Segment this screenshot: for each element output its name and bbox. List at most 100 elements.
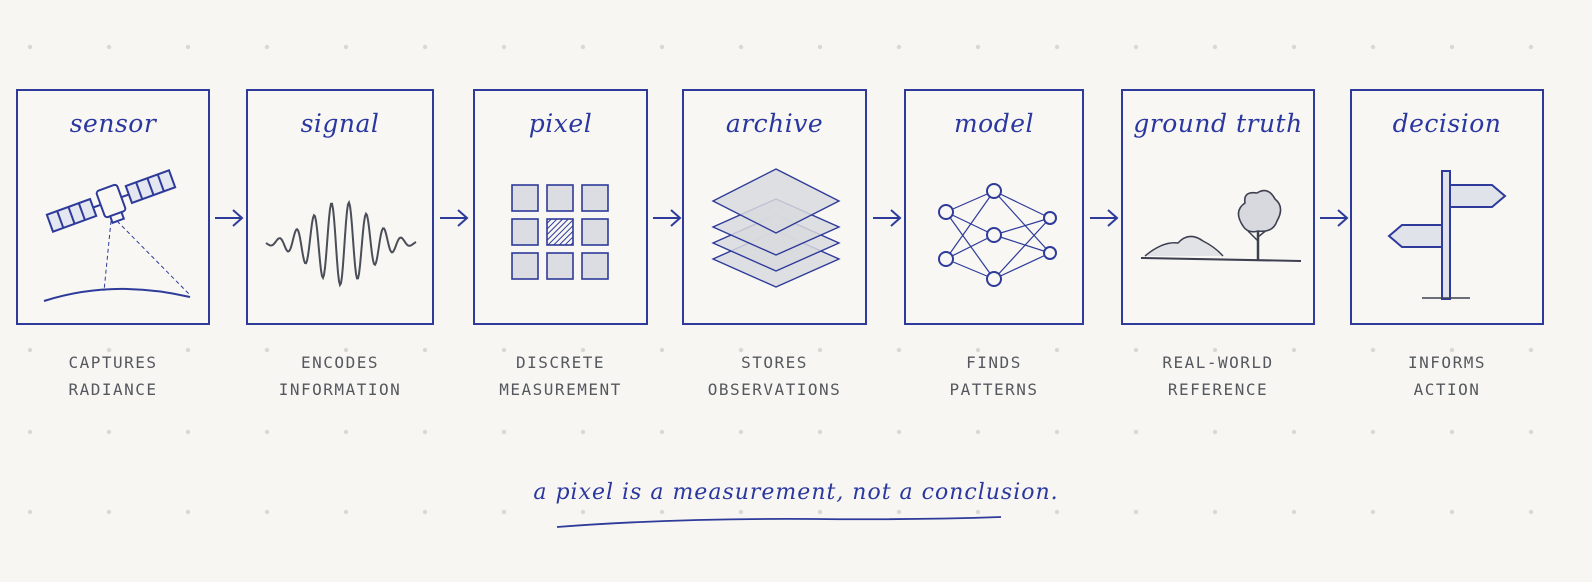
grid-dot bbox=[106, 44, 112, 50]
caption-ground-truth: REAL-WORLD REFERENCE bbox=[1121, 349, 1315, 403]
stage-title: model bbox=[953, 109, 1035, 138]
grid-dot bbox=[896, 347, 902, 353]
stage-model: model bbox=[904, 89, 1084, 325]
stage-title: decision bbox=[1392, 109, 1502, 138]
waveform-icon bbox=[265, 199, 417, 288]
grid-dot bbox=[1449, 509, 1455, 515]
grid-dot bbox=[185, 429, 191, 435]
grid-dot bbox=[27, 429, 33, 435]
caption-model: FINDS PATTERNS bbox=[904, 349, 1084, 403]
grid-dot bbox=[1449, 44, 1455, 50]
stage-title: archive bbox=[725, 109, 824, 138]
grid-dot bbox=[580, 44, 586, 50]
grid-dot bbox=[1212, 429, 1218, 435]
grid-dot bbox=[1133, 347, 1139, 353]
grid-dot bbox=[896, 429, 902, 435]
stage-decision: decision bbox=[1350, 89, 1544, 325]
caption-line: DISCRETE bbox=[515, 353, 606, 372]
neural-network-icon bbox=[938, 183, 1057, 287]
grid-dot bbox=[896, 509, 902, 515]
grid-dot bbox=[343, 429, 349, 435]
grid-dot bbox=[27, 347, 33, 353]
grid-dot bbox=[185, 509, 191, 515]
grid-dot bbox=[1212, 509, 1218, 515]
caption-line: FINDS bbox=[966, 353, 1022, 372]
grid-dot bbox=[1370, 347, 1376, 353]
grid-dot bbox=[264, 429, 270, 435]
caption-line: REFERENCE bbox=[1167, 380, 1269, 399]
arrow-right-icon bbox=[1090, 209, 1119, 227]
caption-line: OBSERVATIONS bbox=[707, 380, 842, 399]
stage-ground-truth: ground truth bbox=[1121, 89, 1315, 325]
grid-dot bbox=[1133, 44, 1139, 50]
grid-dot bbox=[501, 347, 507, 353]
grid-dot bbox=[343, 347, 349, 353]
grid-dot bbox=[975, 44, 981, 50]
grid-dot bbox=[1133, 429, 1139, 435]
stage-signal: signal bbox=[246, 89, 434, 325]
grid-dot bbox=[27, 509, 33, 515]
grid-dot bbox=[422, 44, 428, 50]
caption-line: RADIANCE bbox=[68, 380, 158, 399]
grid-dot bbox=[422, 429, 428, 435]
grid-dot bbox=[975, 509, 981, 515]
grid-dot bbox=[264, 347, 270, 353]
grid-dot bbox=[1370, 509, 1376, 515]
grid-dot bbox=[975, 429, 981, 435]
grid-dot bbox=[1054, 429, 1060, 435]
caption-line: INFORMATION bbox=[278, 380, 402, 399]
caption-line: CAPTURES bbox=[68, 353, 158, 372]
landscape-tree-icon bbox=[1140, 189, 1302, 262]
grid-dot bbox=[738, 44, 744, 50]
grid-dot bbox=[422, 347, 428, 353]
caption-archive: STORES OBSERVATIONS bbox=[682, 349, 867, 403]
grid-dot bbox=[738, 347, 744, 353]
signpost-icon bbox=[1387, 170, 1507, 300]
grid-dot bbox=[185, 347, 191, 353]
grid-dot bbox=[817, 44, 823, 50]
caption-line: INFORMS bbox=[1408, 353, 1486, 372]
caption-line: REAL-WORLD bbox=[1162, 353, 1274, 372]
grid-dot bbox=[501, 429, 507, 435]
grid-dot bbox=[343, 509, 349, 515]
grid-dot bbox=[817, 347, 823, 353]
grid-dot bbox=[106, 509, 112, 515]
grid-dot bbox=[659, 429, 665, 435]
grid-dot bbox=[106, 347, 112, 353]
grid-dot bbox=[1528, 44, 1534, 50]
grid-dot bbox=[659, 509, 665, 515]
grid-dot bbox=[580, 509, 586, 515]
grid-dot bbox=[738, 509, 744, 515]
arrow-right-icon bbox=[1320, 209, 1349, 227]
grid-dot bbox=[1291, 347, 1297, 353]
grid-dot bbox=[343, 44, 349, 50]
caption-line: STORES bbox=[741, 353, 808, 372]
grid-dot bbox=[501, 509, 507, 515]
tagline: a pixel is a measurement, not a conclusi… bbox=[533, 480, 1059, 505]
stage-archive: archive bbox=[682, 89, 867, 325]
grid-dot bbox=[1449, 429, 1455, 435]
caption-line: ENCODES bbox=[301, 353, 379, 372]
grid-dot bbox=[1528, 347, 1534, 353]
grid-dot bbox=[1212, 44, 1218, 50]
tagline-underline bbox=[556, 516, 1002, 528]
stage-pixel: pixel bbox=[473, 89, 648, 325]
stage-sensor: sensor bbox=[16, 89, 210, 325]
grid-dot bbox=[1291, 44, 1297, 50]
stage-title: sensor bbox=[69, 109, 157, 138]
arrow-right-icon bbox=[873, 209, 902, 227]
grid-dot bbox=[106, 429, 112, 435]
stage-title: pixel bbox=[528, 109, 593, 138]
grid-dot bbox=[1370, 429, 1376, 435]
grid-dot bbox=[580, 347, 586, 353]
grid-dot bbox=[1370, 44, 1376, 50]
grid-dot bbox=[1528, 509, 1534, 515]
grid-dot bbox=[185, 44, 191, 50]
grid-dot bbox=[1054, 347, 1060, 353]
grid-dot bbox=[975, 347, 981, 353]
pixel-grid-icon bbox=[511, 184, 609, 280]
grid-dot bbox=[817, 429, 823, 435]
grid-dot bbox=[27, 44, 33, 50]
grid-dot bbox=[1054, 44, 1060, 50]
